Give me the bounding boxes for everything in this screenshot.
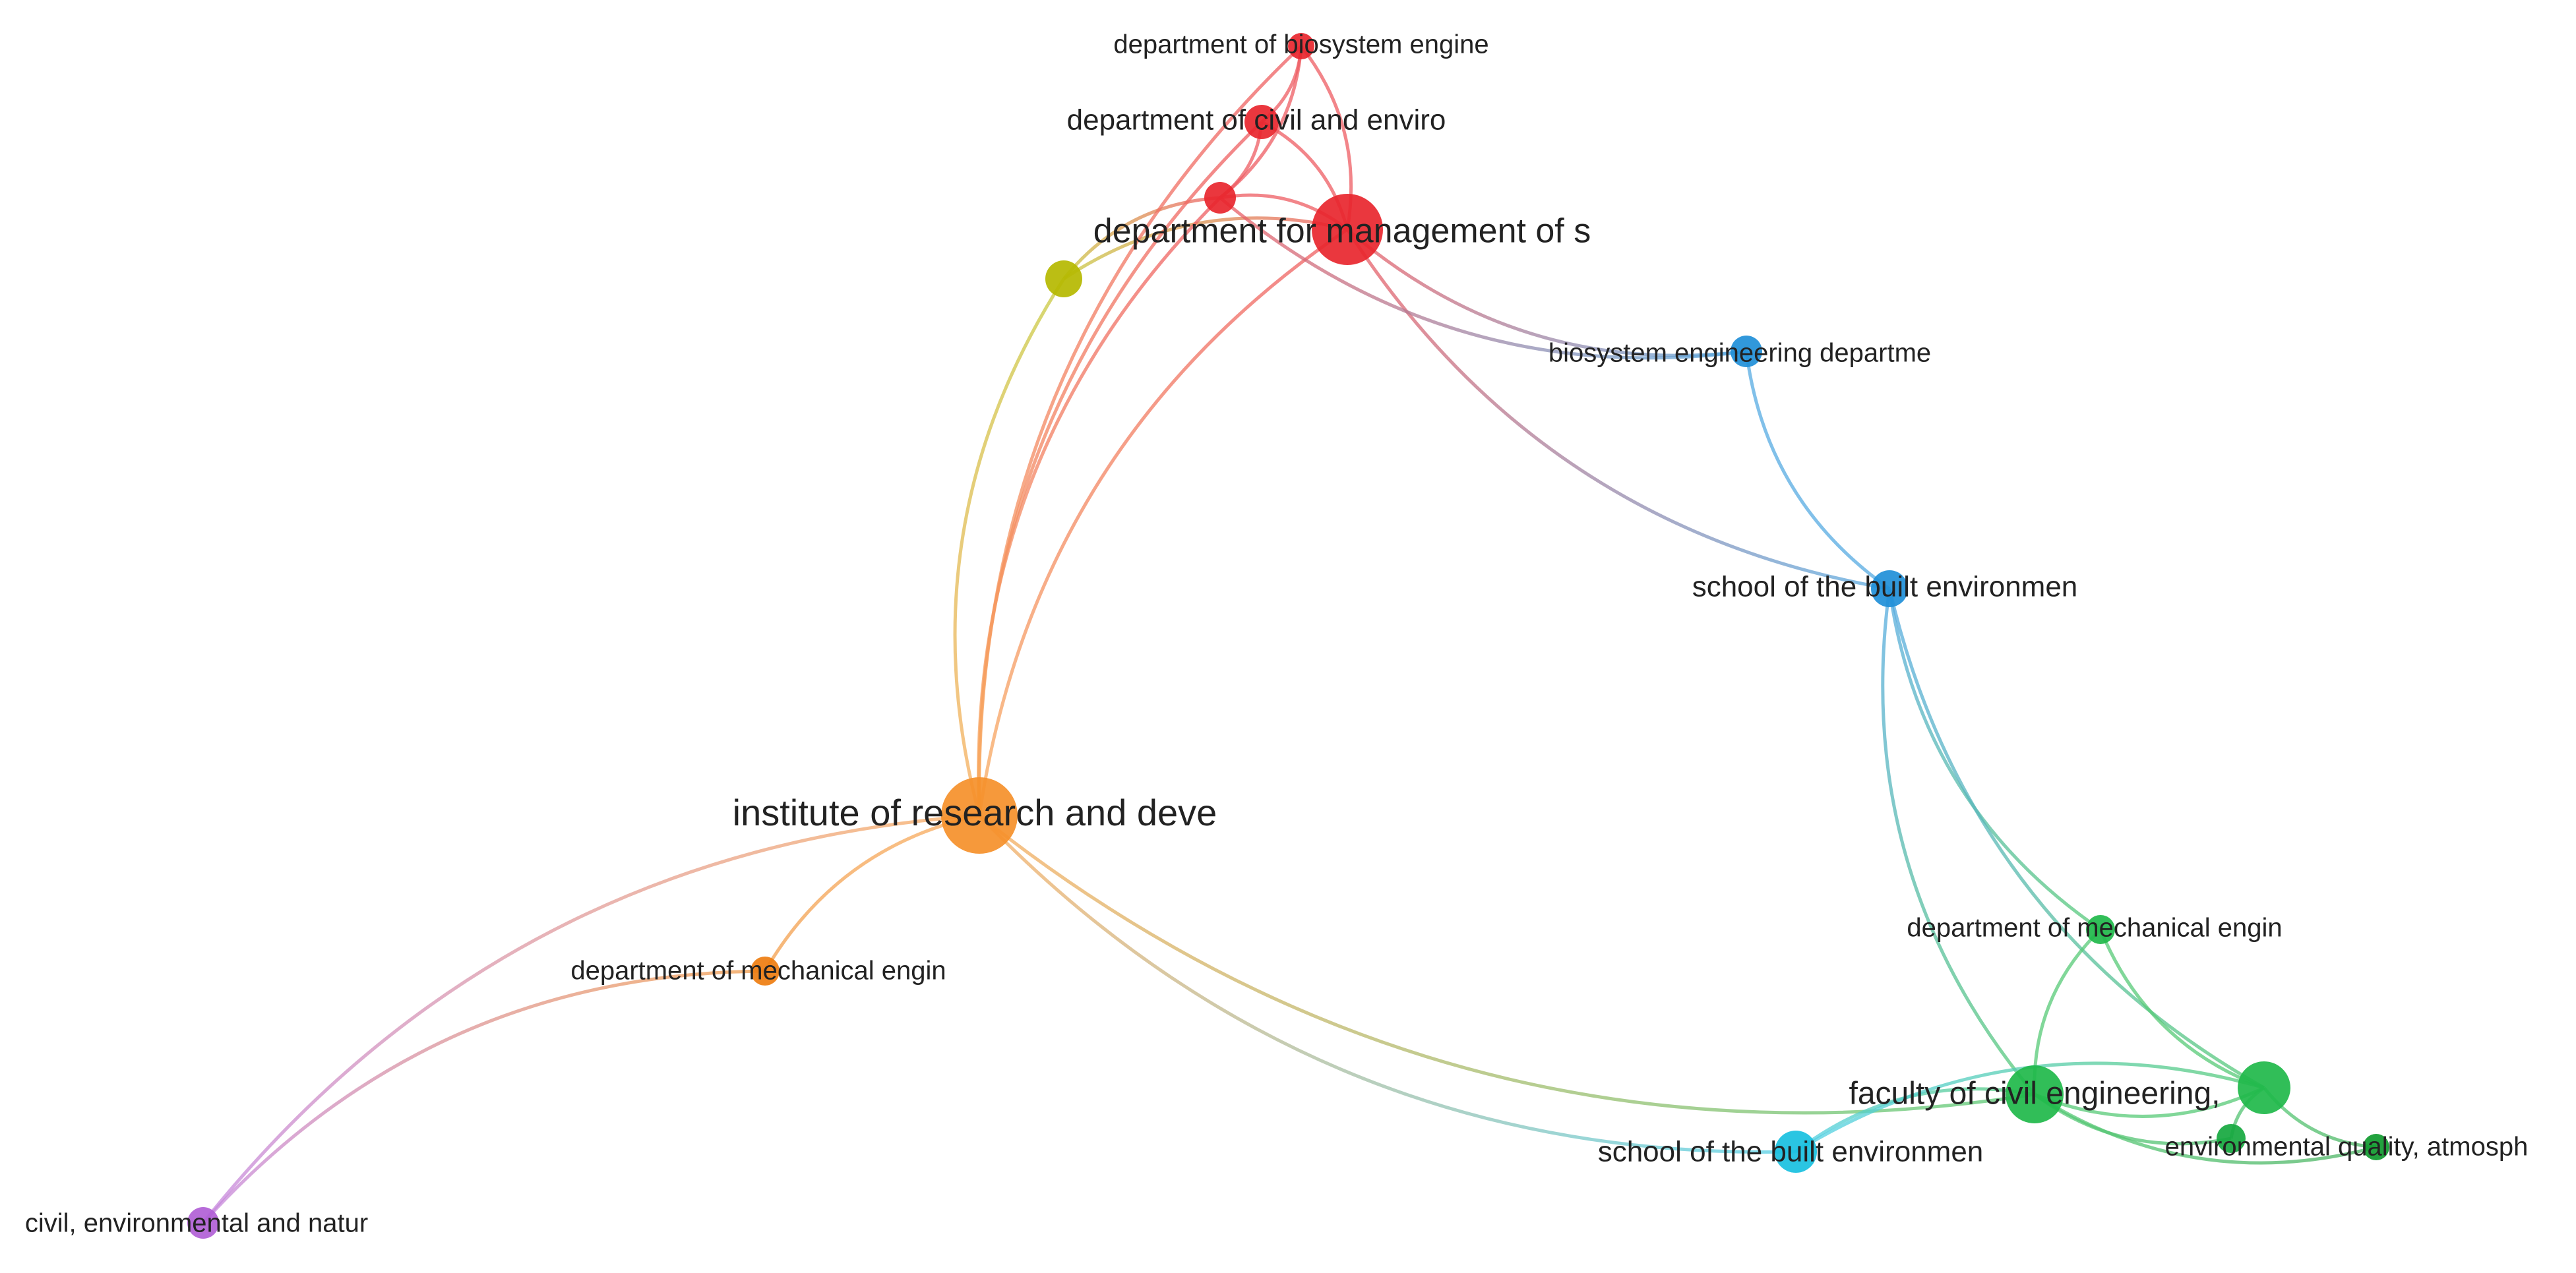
node-n-mech-green[interactable] [2086, 915, 2115, 944]
node-label-n-mgmt: department for management of s [1093, 212, 1591, 251]
edge-n-built-env-1-n-fac-civil [1881, 588, 2036, 1096]
edge-n-red-small-n-biosys-dept [1219, 196, 1747, 360]
edges-layer [202, 45, 2377, 1224]
node-label-n-biosys-eng-top: department of biosystem engine [1113, 30, 1488, 59]
edge-n-mech-orange-n-civil-natur [202, 969, 766, 1224]
node-n-env-quality[interactable] [2363, 1134, 2389, 1160]
node-n-inst-research[interactable] [941, 777, 1018, 854]
edge-n-mgmt-n-inst-research [977, 227, 1349, 816]
node-n-mgmt[interactable] [1312, 194, 1383, 265]
node-n-civil-natur[interactable] [187, 1207, 219, 1239]
edge-n-red-small-n-yellow [1062, 196, 1221, 280]
edge-n-built-env-1-n-mech-green [1887, 588, 2102, 932]
edge-n-mgmt-n-yellow [1062, 216, 1348, 281]
node-n-mech-orange[interactable] [751, 957, 780, 986]
node-n-fac-civil[interactable] [2006, 1065, 2064, 1123]
edge-n-inst-research-n-mech-orange [763, 814, 980, 972]
node-n-red-small[interactable] [1204, 182, 1236, 214]
edge-n-inst-research-n-built-env-2 [978, 814, 1796, 1154]
edge-n-inst-research-n-civil-natur [202, 814, 980, 1224]
edge-n-built-env-1-n-green-big [1887, 588, 2265, 1090]
edge-n-yellow-n-inst-research [953, 278, 1066, 816]
node-label-n-inst-research: institute of research and deve [733, 792, 1217, 833]
edge-n-fac-civil-n-green-big [2034, 1086, 2265, 1118]
nodes-layer [187, 33, 2389, 1239]
edge-n-mech-green-n-green-big [2099, 929, 2265, 1090]
edge-n-biosys-dept-n-built-env-1 [1744, 351, 1891, 591]
node-label-n-mech-orange: department of mechanical engin [570, 957, 946, 986]
node-n-civil-enviro[interactable] [1244, 105, 1279, 139]
node-label-n-biosys-dept: biosystem engineering departme [1549, 339, 1931, 368]
node-n-built-env-2[interactable] [1775, 1131, 1817, 1173]
edge-n-inst-research-n-fac-civil [978, 814, 2035, 1115]
edge-n-biosys-eng-top-n-inst-research [977, 45, 1303, 816]
node-n-biosys-dept[interactable] [1731, 336, 1762, 367]
node-label-n-civil-enviro: department of civil and enviro [1067, 104, 1446, 136]
edge-n-red-small-n-inst-research [977, 196, 1221, 816]
edge-n-mgmt-n-built-env-1 [1345, 228, 1890, 591]
node-label-n-mech-green: department of mechanical engin [1907, 914, 2282, 943]
node-n-biosys-eng-top[interactable] [1288, 33, 1314, 59]
node-label-n-built-env-1: school of the built environmen [1692, 571, 2078, 603]
node-n-yellow[interactable] [1045, 260, 1082, 297]
node-n-built-env-1[interactable] [1871, 570, 1908, 607]
edge-n-mgmt-n-biosys-dept [1346, 228, 1747, 357]
node-label-n-fac-civil: faculty of civil engineering, [1849, 1077, 2221, 1111]
node-label-n-civil-natur: civil, environmental and natur [25, 1209, 368, 1238]
node-label-n-built-env-2: school of the built environmen [1598, 1136, 1984, 1168]
node-n-green-small[interactable] [2217, 1124, 2246, 1153]
labels-layer: department of biosystem engine department… [25, 30, 2528, 1238]
node-n-green-big[interactable] [2238, 1061, 2290, 1114]
edge-n-fac-civil-n-env-quality [2033, 1092, 2377, 1165]
node-label-n-env-quality: environmental quality, atmosph [2165, 1133, 2529, 1162]
